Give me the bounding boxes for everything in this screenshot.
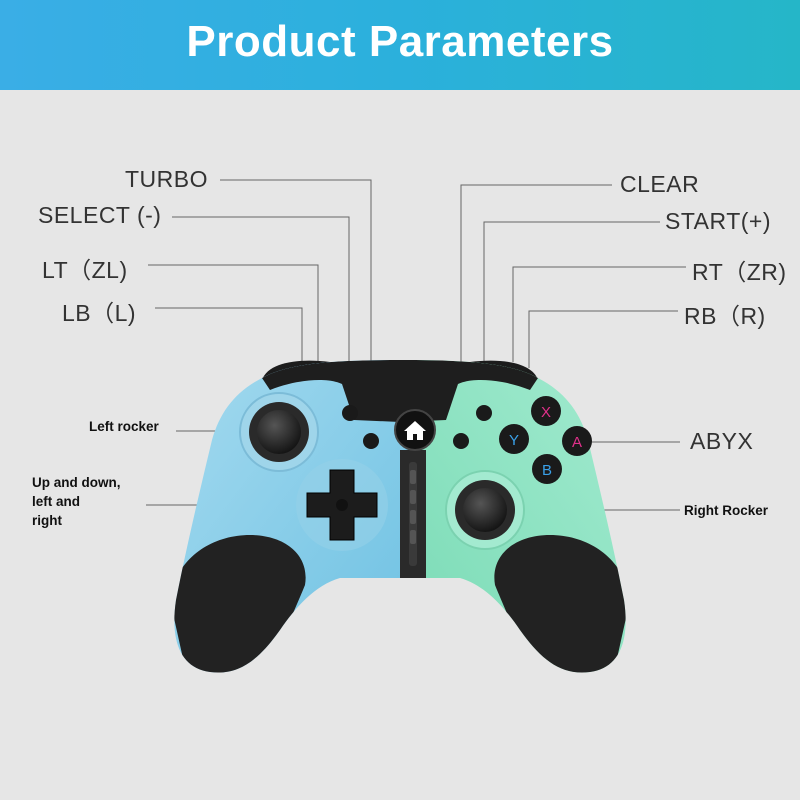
turbo-button[interactable] xyxy=(363,433,379,449)
svg-text:A: A xyxy=(572,434,582,451)
led-1 xyxy=(410,470,416,484)
label-dpad-line3: right xyxy=(32,513,62,528)
label-rt: RT（ZR) xyxy=(692,259,787,285)
face-buttons: X Y A B xyxy=(499,396,592,484)
lt-line xyxy=(148,264,319,362)
svg-text:B: B xyxy=(542,462,552,479)
label-start: START(+) xyxy=(665,208,772,234)
y-button[interactable]: Y xyxy=(499,424,529,454)
clear-line xyxy=(460,184,612,440)
x-button[interactable]: X xyxy=(531,396,561,426)
label-select: SELECT (-) xyxy=(38,202,162,228)
left-stick[interactable] xyxy=(239,392,319,472)
led-2 xyxy=(410,490,416,504)
select-line xyxy=(172,216,350,412)
start-line xyxy=(483,221,660,412)
label-left-rocker: Left rocker xyxy=(89,419,159,434)
a-button[interactable]: A xyxy=(562,426,592,456)
svg-text:X: X xyxy=(541,404,551,421)
label-dpad-line1: Up and down, xyxy=(32,475,121,490)
label-turbo: TURBO xyxy=(125,166,208,192)
clear-button[interactable] xyxy=(453,433,469,449)
label-rb: RB（R) xyxy=(684,303,766,329)
led-3 xyxy=(410,510,416,524)
label-lb: LB（L) xyxy=(62,300,137,326)
rt-line xyxy=(512,266,686,362)
home-button[interactable] xyxy=(394,409,436,451)
label-clear: CLEAR xyxy=(620,171,700,197)
label-right-rocker: Right Rocker xyxy=(684,503,769,518)
start-button[interactable] xyxy=(476,405,492,421)
b-button[interactable]: B xyxy=(532,454,562,484)
label-abyx: ABYX xyxy=(690,428,754,454)
select-button[interactable] xyxy=(342,405,358,421)
d-pad[interactable] xyxy=(296,459,388,551)
controller-body xyxy=(174,360,626,673)
svg-text:Y: Y xyxy=(509,432,519,449)
turbo-line xyxy=(220,179,372,440)
header-banner xyxy=(0,0,800,90)
page-title: Product Parameters xyxy=(186,17,614,66)
home-icon xyxy=(404,421,426,440)
label-dpad-line2: left and xyxy=(32,494,81,509)
rb-line xyxy=(528,310,678,368)
label-lt: LT（ZL) xyxy=(42,257,128,283)
lb-line xyxy=(155,307,303,368)
right-stick[interactable] xyxy=(445,470,525,550)
led-4 xyxy=(410,530,416,544)
